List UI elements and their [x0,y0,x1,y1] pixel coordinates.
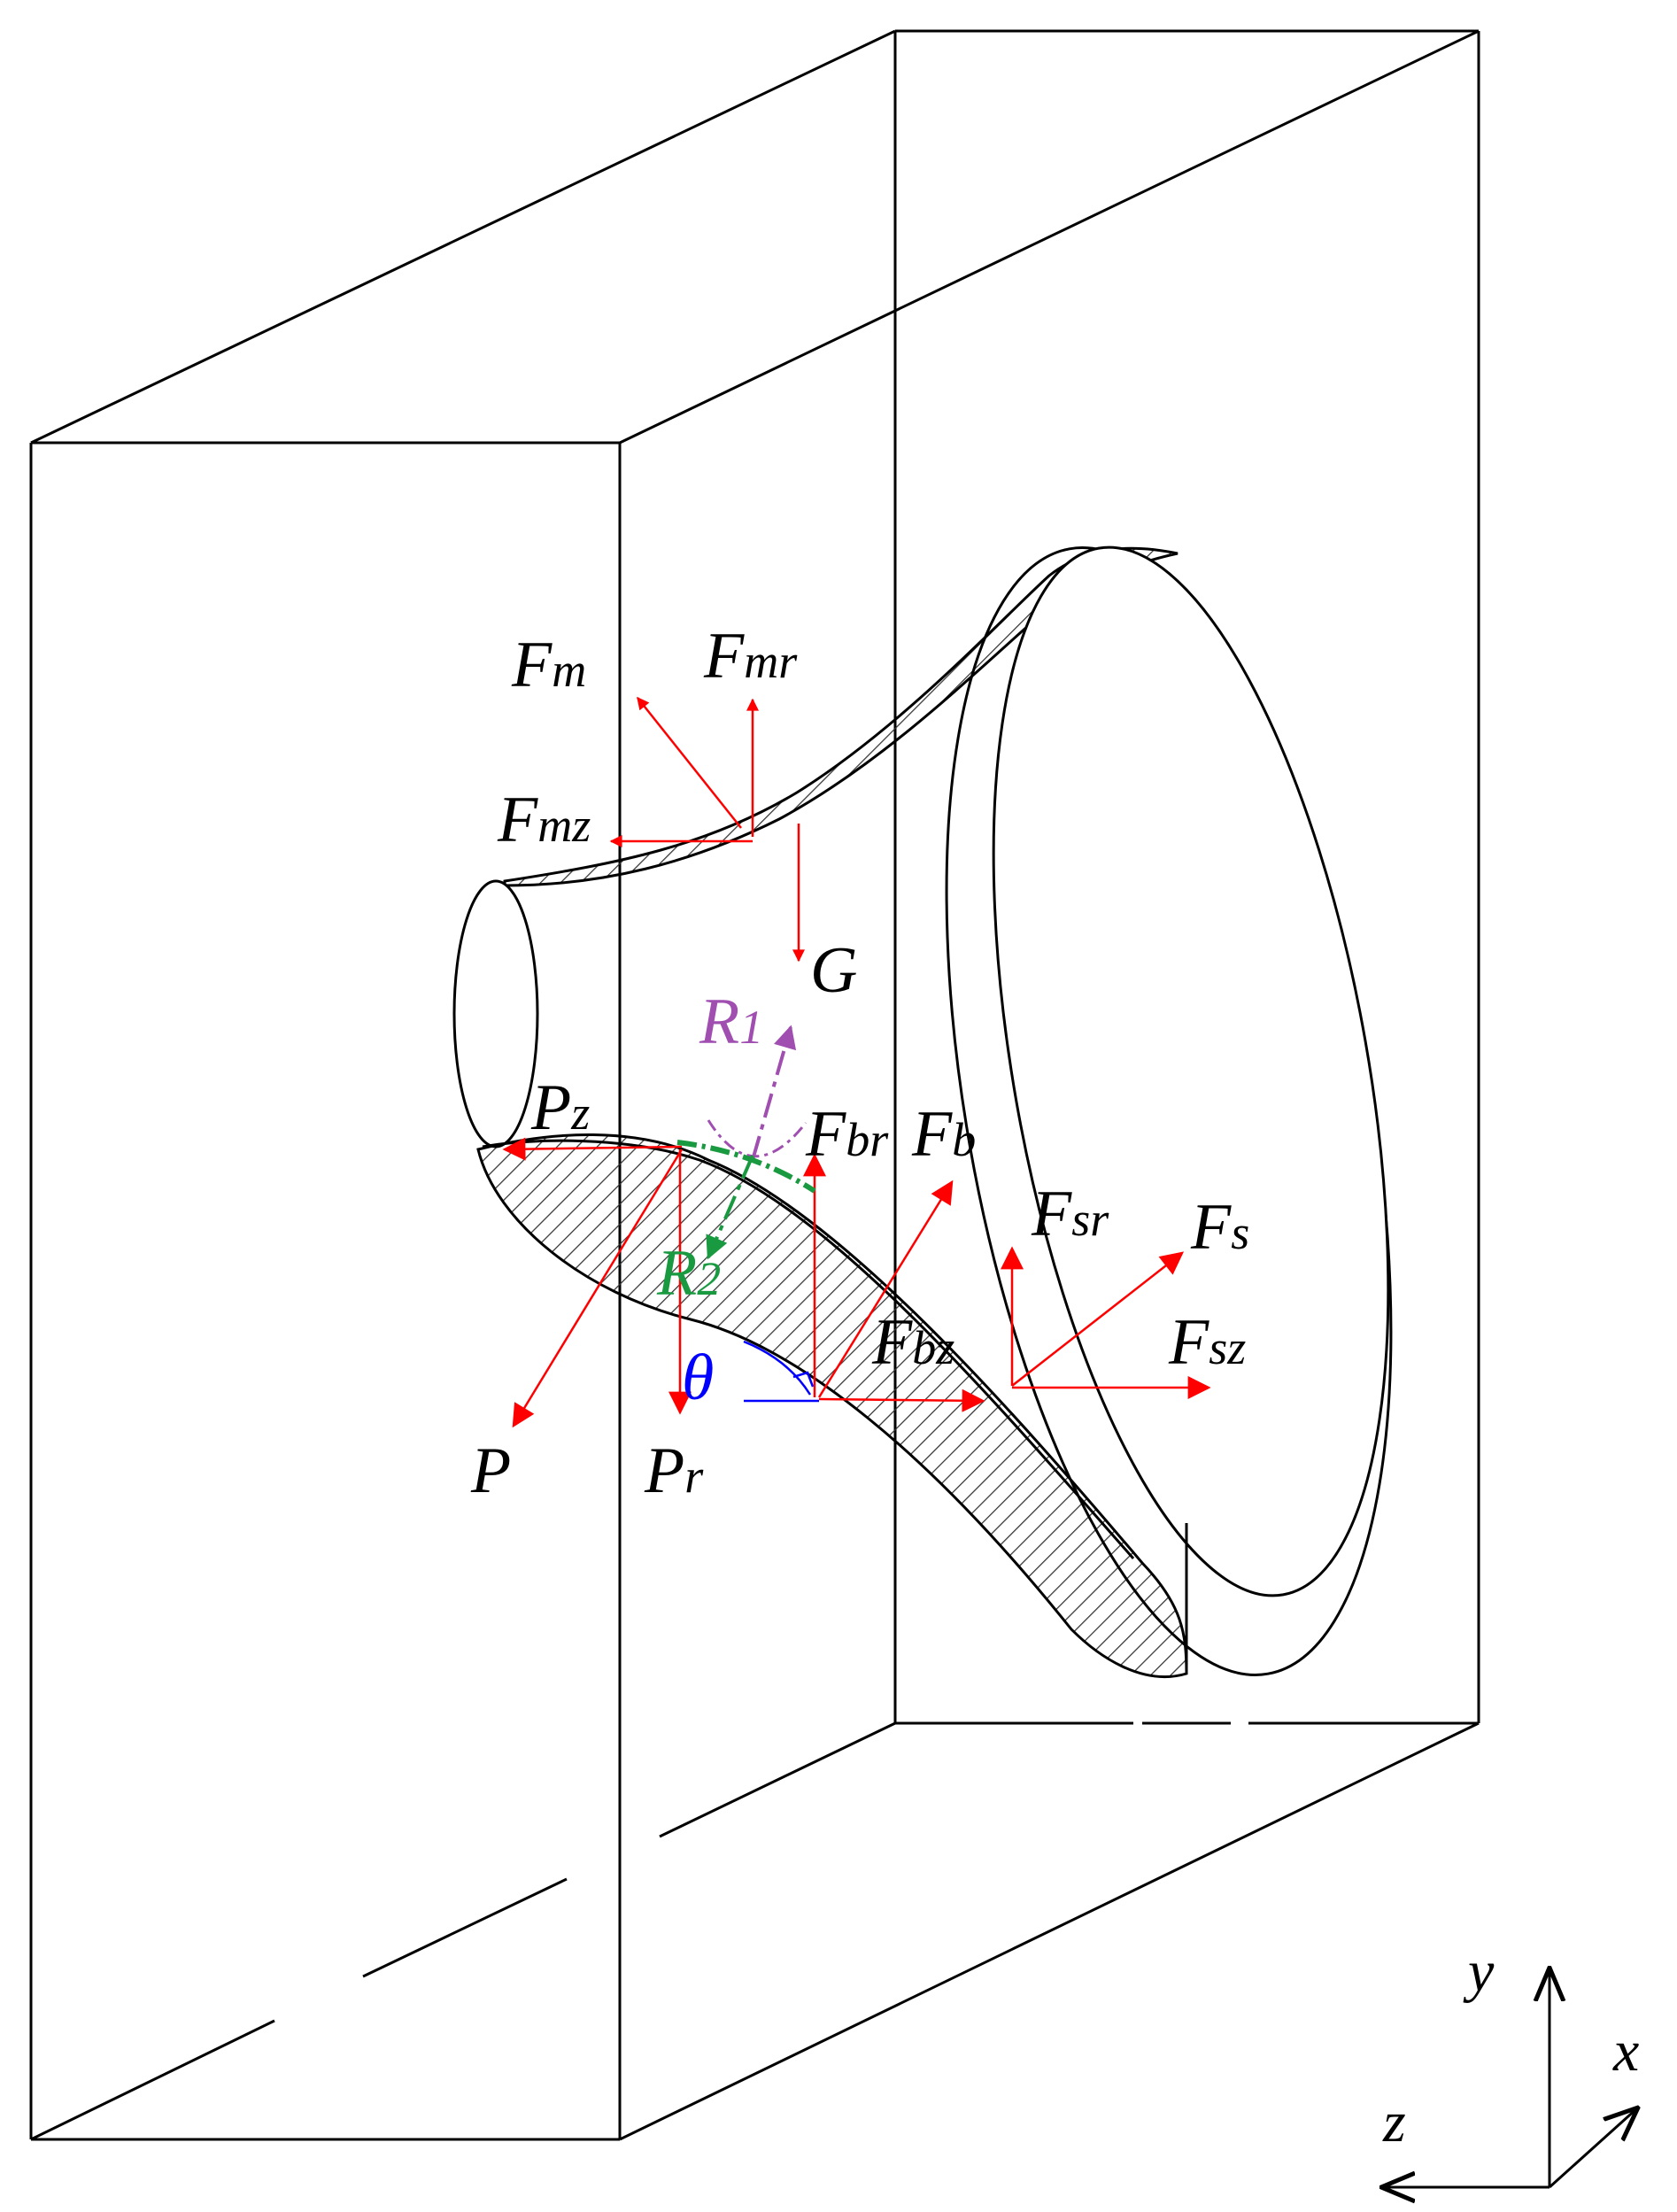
inlet-opening [452,879,539,1149]
R_1-arrow [751,1025,797,1161]
x-axis [1548,2108,1638,2189]
label-G: G [810,934,857,1007]
F_s-arrow [1011,1251,1185,1387]
axis-label-y: y [1463,1939,1495,2004]
upper-wall-section [503,546,1179,887]
axis-label-x: x [1612,2019,1639,2084]
R_2-arrow [706,1155,754,1260]
hidden-edges [30,128,1479,2141]
label-P_r: Pr [644,1435,704,1507]
label-R_2: R2 [656,1237,721,1310]
label-F_sz: Fsz [1168,1306,1246,1379]
label-theta: θ [682,1342,714,1414]
P_z-arrow [502,1137,683,1161]
F_m-arrow [637,696,742,829]
label-R_1: R1 [699,986,763,1058]
axis-labels: y x z [1382,1939,1639,2154]
F_b-arrow [817,1179,954,1398]
inner-rim [992,545,1390,1597]
theta-marker [743,1340,819,1403]
P-arrow [512,1149,684,1428]
label-F_m: Fm [511,629,586,701]
label-P: P [470,1435,511,1507]
label-F_bz: Fbz [871,1306,954,1379]
label-F_mr: Fmr [703,620,798,692]
radius-arrows [676,1025,816,1260]
label-F_b: Fb [911,1098,976,1171]
labels: Fm Fmr Fmz G R1 Pz Fbr Fb Fsr Fs R2 θ Fb… [470,620,1249,1507]
F_bz-arrow [818,1388,985,1412]
force-arrows [502,696,1211,1428]
label-F_s: Fs [1190,1191,1249,1264]
coordinate-axes [1381,1968,1638,2187]
axis-label-z: z [1382,2090,1406,2154]
R_1-arc [707,1119,808,1158]
label-F_br: Fbr [805,1098,889,1171]
box-outline [29,29,1480,2141]
label-F_mz: Fmz [497,784,591,856]
lower-profile-line [482,1139,1135,1559]
label-P_z: Pz [530,1071,590,1144]
R_2-arc [676,1140,816,1194]
label-F_sr: Fsr [1031,1178,1109,1250]
funnel [452,545,1393,1679]
